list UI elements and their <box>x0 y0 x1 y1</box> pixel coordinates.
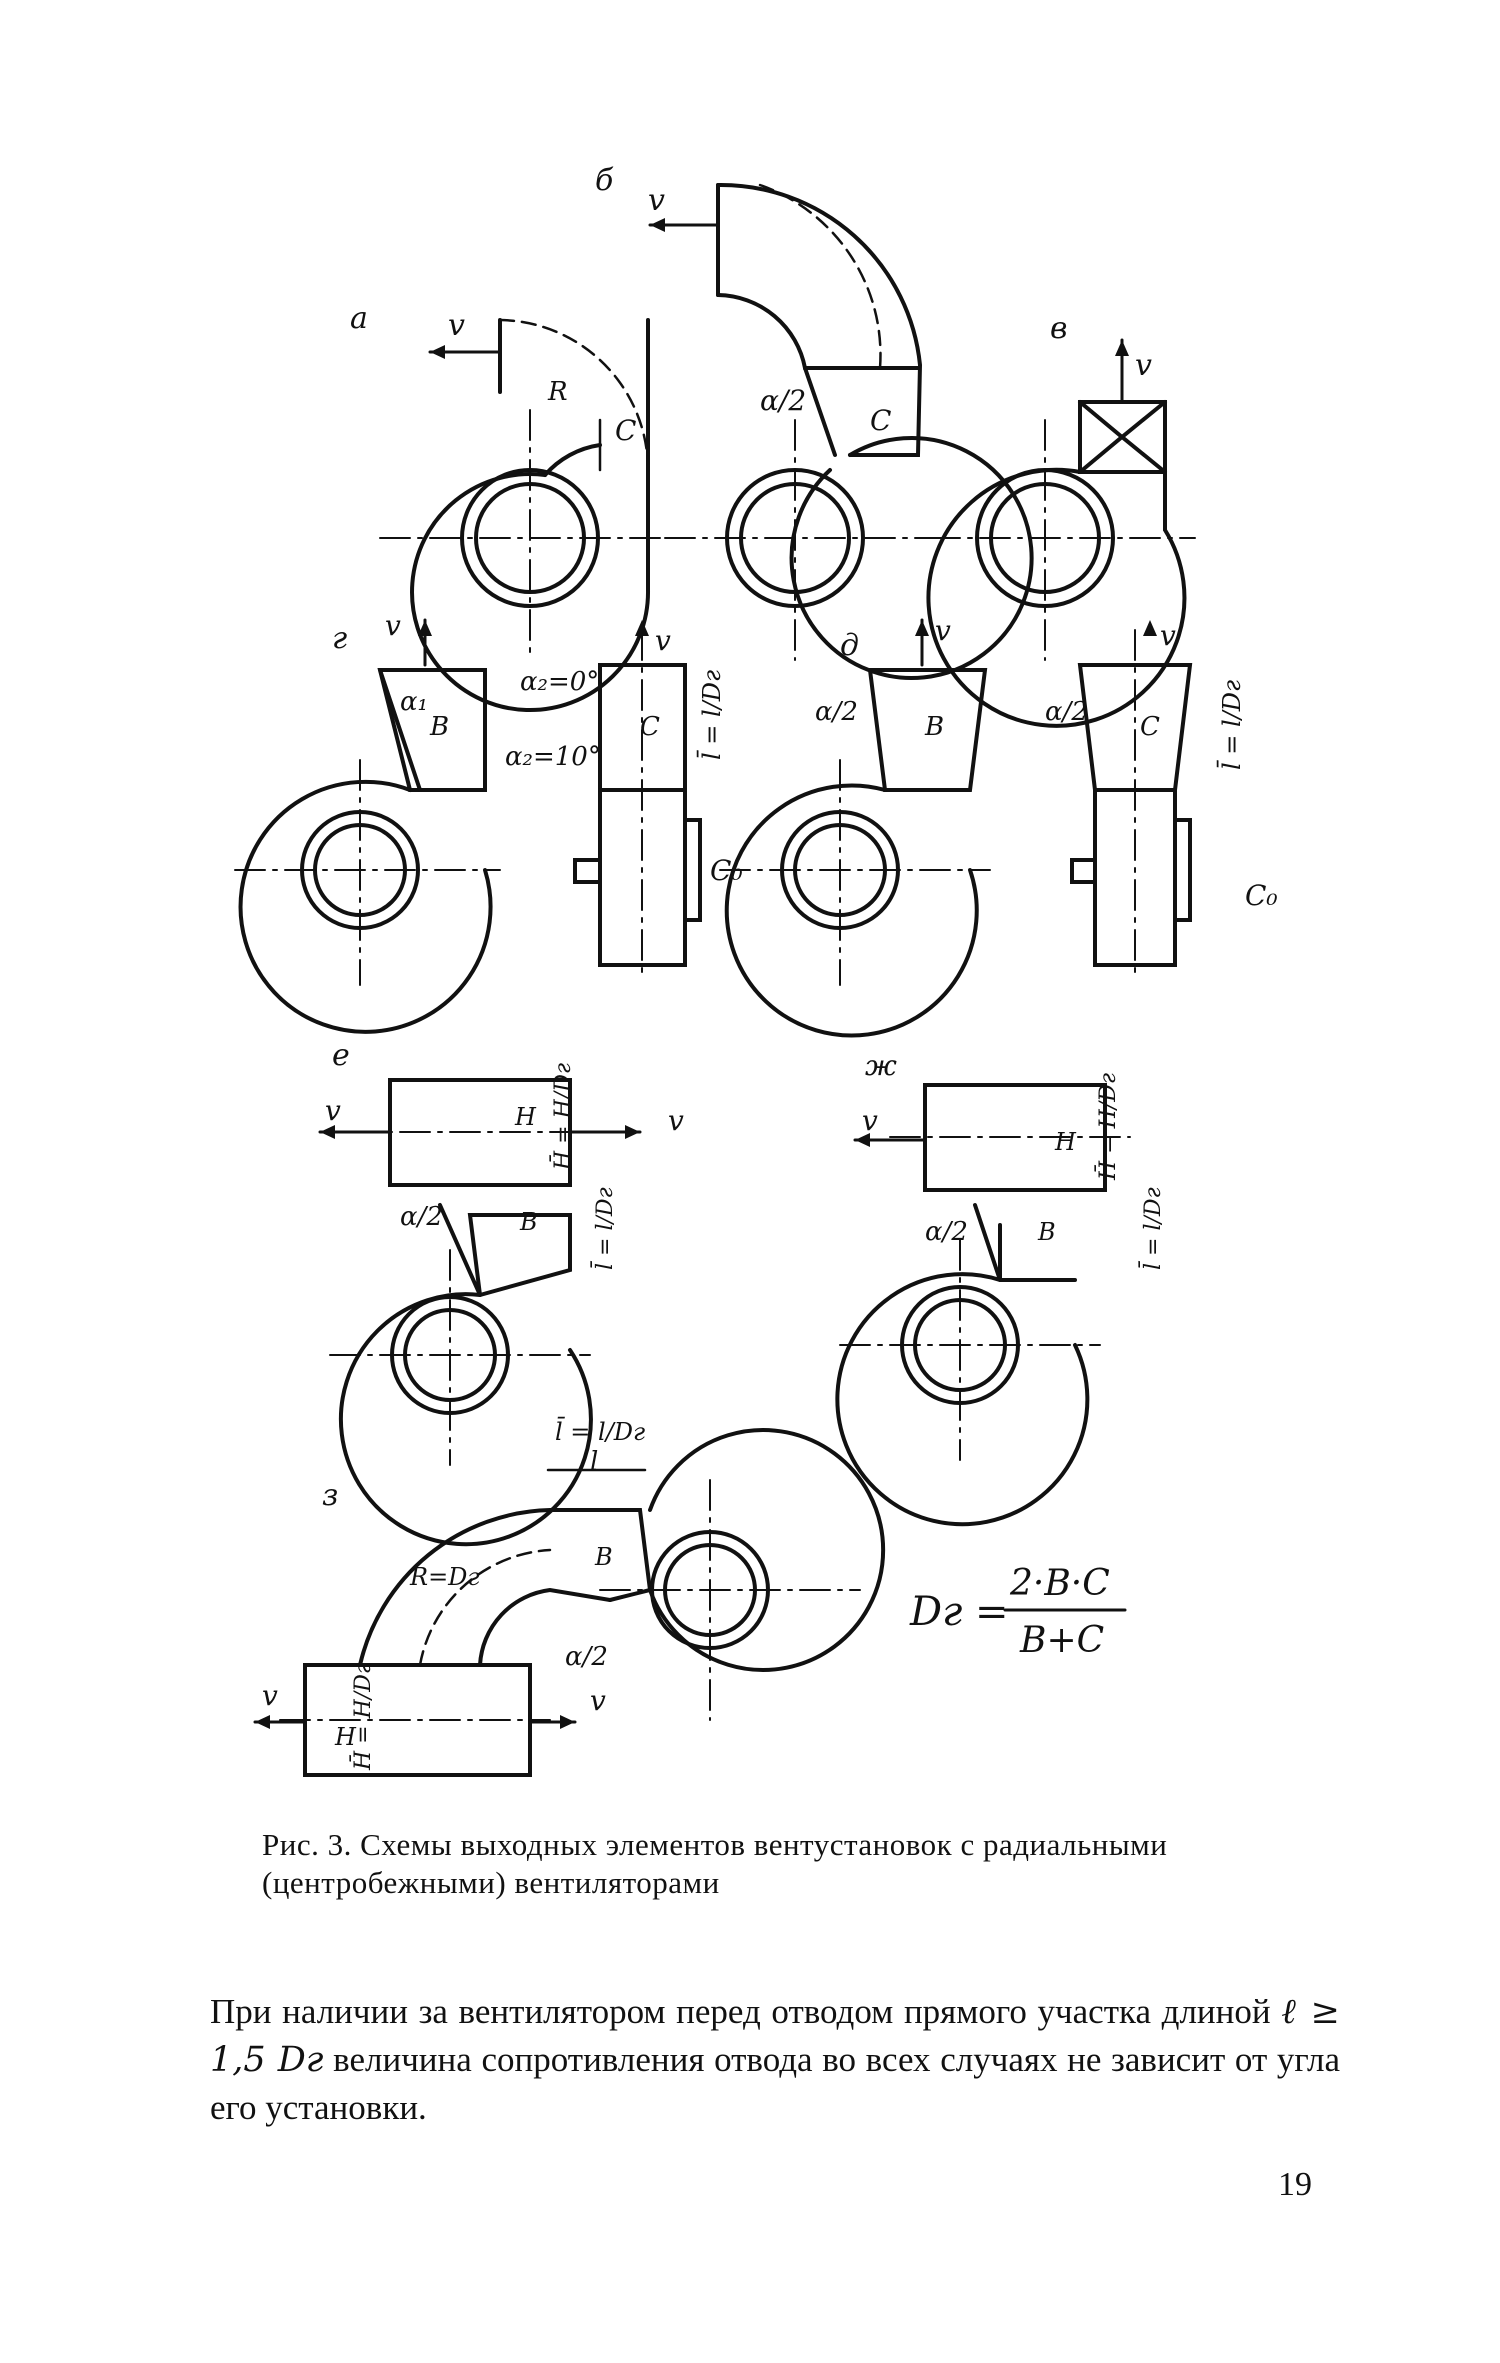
svg-text:C: C <box>640 712 660 742</box>
formula-hydraulic-diameter: Dг = 2·B·C B+C <box>909 1563 1127 1661</box>
svg-text:H̄ = H/Dг: H̄ = H/Dг <box>1094 1073 1121 1181</box>
svg-text:R: R <box>547 377 568 407</box>
svg-text:α₂=0°: α₂=0° <box>520 667 599 697</box>
svg-text:B: B <box>429 712 449 742</box>
svg-text:з: з <box>322 1478 338 1513</box>
svg-text:C: C <box>870 404 891 437</box>
svg-text:в: в <box>1050 311 1067 346</box>
svg-text:H: H <box>514 1103 537 1131</box>
svg-text:H̄ = H/Dг: H̄ = H/Dг <box>549 1063 576 1171</box>
svg-text:v: v <box>1160 619 1176 652</box>
svg-text:l̄ = l/Dг: l̄ = l/Dг <box>697 670 726 760</box>
body-math: ℓ ≥ 1,5 Dг <box>210 1992 1340 2080</box>
svg-text:l̄ = l/Dг: l̄ = l/Dг <box>1138 1187 1166 1270</box>
panel-z: з v v l̄ = l/Dг l R=Dг B α/2 H H̄ = H/Dг <box>253 1417 886 1777</box>
figure-caption: Рис. 3. Схемы выходных элементов вентуст… <box>262 1827 1168 1900</box>
svg-text:α₁: α₁ <box>400 687 428 717</box>
svg-text:v: v <box>648 183 665 218</box>
svg-text:B: B <box>1037 1218 1056 1246</box>
svg-text:v: v <box>862 1104 878 1137</box>
svg-text:v: v <box>262 1679 278 1712</box>
svg-text:l̄ = l/Dг: l̄ = l/Dг <box>590 1187 618 1270</box>
svg-text:v: v <box>935 614 951 647</box>
panel-e: е v v H α/2 B H̄ = H/Dг l̄ = l/Dг <box>318 1038 684 1547</box>
svg-text:v: v <box>448 308 465 343</box>
svg-text:α/2: α/2 <box>400 1202 443 1232</box>
svg-text:H̄ = H/Dг: H̄ = H/Dг <box>349 1663 376 1771</box>
svg-text:α/2: α/2 <box>760 384 806 417</box>
figure-fan-outlet-schemes: а v C R б v α/2 C в <box>234 163 1278 1777</box>
svg-text:R=Dг: R=Dг <box>409 1563 480 1591</box>
svg-text:г: г <box>332 621 347 656</box>
svg-text:v: v <box>590 1684 606 1717</box>
svg-text:l̄ = l/Dг: l̄ = l/Dг <box>1217 680 1246 770</box>
svg-text:е: е <box>332 1038 350 1073</box>
svg-text:α/2: α/2 <box>1045 697 1088 727</box>
svg-text:B: B <box>519 1208 538 1236</box>
page-number: 19 <box>1278 2166 1312 2203</box>
svg-text:ж: ж <box>865 1049 897 1082</box>
svg-text:B: B <box>924 712 944 742</box>
body-text-part1: При наличии за вентилятором перед отводо… <box>210 1992 1282 2031</box>
svg-text:H: H <box>334 1723 357 1751</box>
body-text-part2: величина сопротивления отвода во всех сл… <box>210 2040 1340 2127</box>
panel-a: а v C R <box>350 301 681 713</box>
svg-text:Dг =: Dг = <box>909 1589 1009 1635</box>
svg-text:v: v <box>1135 348 1152 383</box>
svg-text:l: l <box>590 1447 598 1477</box>
svg-text:v: v <box>325 1094 341 1127</box>
svg-text:v: v <box>668 1104 684 1137</box>
svg-text:H: H <box>1054 1128 1077 1156</box>
panel-v: в v <box>926 311 1196 728</box>
svg-text:α/2: α/2 <box>815 697 858 727</box>
panel-d: д v α/2 B v α/2 C C₀ l̄ = l/Dг <box>719 614 1278 1038</box>
body-paragraph: При наличии за вентилятором перед отводо… <box>210 1988 1340 2131</box>
svg-text:C₀: C₀ <box>1245 879 1278 912</box>
svg-text:l̄ = l/Dг: l̄ = l/Dг <box>555 1417 645 1446</box>
svg-text:α/2: α/2 <box>565 1642 608 1672</box>
svg-text:B+C: B+C <box>1019 1620 1104 1661</box>
svg-text:C: C <box>615 414 636 447</box>
svg-text:α/2: α/2 <box>925 1217 968 1247</box>
svg-text:α₂=10°: α₂=10° <box>505 742 601 772</box>
svg-text:д: д <box>840 628 859 663</box>
svg-text:б: б <box>595 163 614 198</box>
svg-text:v: v <box>385 609 401 642</box>
panel-g: г v α₁ B α₂=0° α₂=10° v C C₀ l̄ = l/Dг <box>234 609 743 1034</box>
svg-text:B: B <box>594 1543 613 1571</box>
panel-b: б v α/2 C <box>595 163 1034 680</box>
svg-text:а: а <box>350 301 368 336</box>
svg-text:C: C <box>1140 712 1160 742</box>
panel-zh: ж v H α/2 B H̄ = H/Dг l̄ = l/Dг <box>835 1049 1166 1527</box>
svg-text:v: v <box>655 624 671 657</box>
svg-text:2·B·C: 2·B·C <box>1009 1563 1110 1604</box>
